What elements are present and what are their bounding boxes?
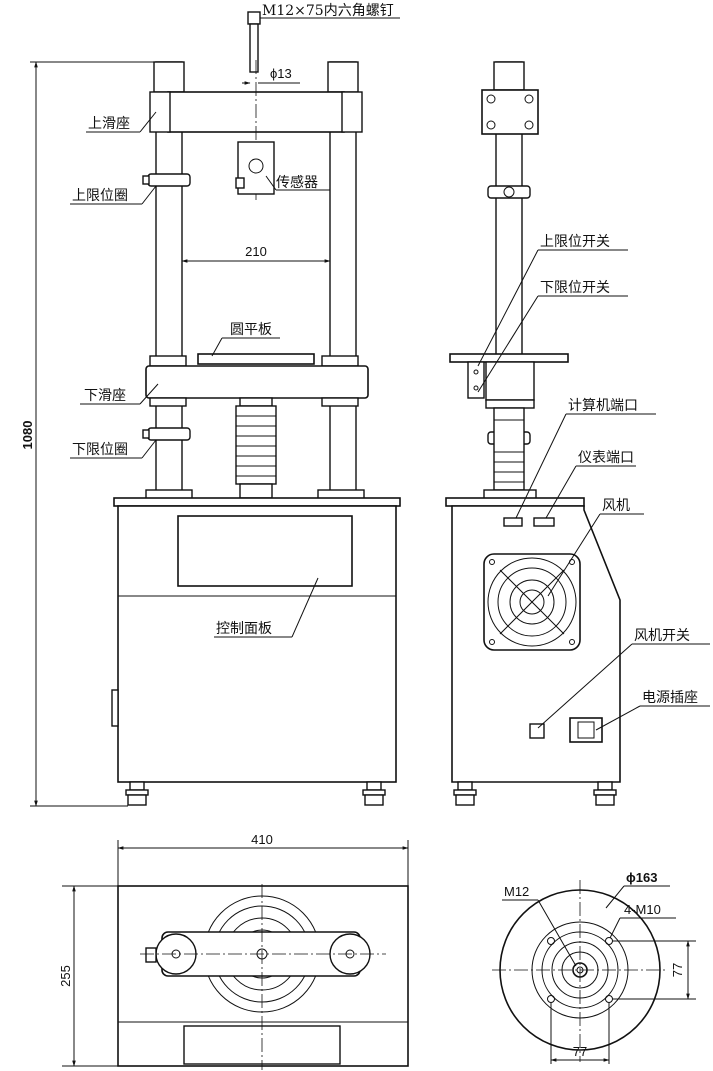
upper-slide-label: 上滑座 xyxy=(88,115,130,132)
bellows xyxy=(235,405,277,485)
front-feet xyxy=(125,781,386,806)
computer-port xyxy=(503,517,523,527)
fan-switch xyxy=(529,723,545,739)
meter-port-label: 仪表端口 xyxy=(578,450,634,466)
control-panel xyxy=(177,515,353,587)
plate-detail: M12 ϕ163 4-M10 77 77 xyxy=(492,870,696,1064)
total-height-dim: 1080 xyxy=(20,421,35,450)
round-plate-label: 圆平板 xyxy=(230,322,272,338)
lower-limit-ring-label: 下限位圈 xyxy=(72,442,128,458)
screw-head xyxy=(247,11,261,25)
screw-label: M12×75内六角螺钉 xyxy=(262,3,394,19)
hole-spacing-h-dim: 77 xyxy=(573,1044,587,1059)
sensor-label: 传感器 xyxy=(276,174,318,191)
front-view: 210 ϕ13 1080 M12×75内六角螺钉 上滑座 传感器 上限位圈 圆平… xyxy=(20,3,401,807)
control-panel-label: 控制面板 xyxy=(216,621,272,637)
right-column xyxy=(329,61,357,499)
meter-port xyxy=(533,517,555,527)
hole-spacing-v-dim: 77 xyxy=(670,963,685,977)
side-upper-slide xyxy=(481,89,539,135)
round-plate xyxy=(197,353,315,365)
lower-limit-switch-label: 下限位开关 xyxy=(540,280,610,296)
lower-slide-label: 下滑座 xyxy=(84,387,126,404)
power-socket-label: 电源插座 xyxy=(642,690,698,706)
plate-dia-dim: ϕ163 xyxy=(626,870,657,885)
left-column xyxy=(155,61,183,499)
fan-label: 风机 xyxy=(602,498,630,514)
column-spacing-dim: 210 xyxy=(245,244,267,259)
top-view: 410 255 xyxy=(58,832,409,1070)
fan xyxy=(483,553,581,651)
base-depth-dim: 255 xyxy=(58,965,73,987)
upper-limit-switch-label: 上限位开关 xyxy=(540,234,610,250)
side-round-plate xyxy=(449,353,569,363)
lower-limit-ring xyxy=(147,427,191,441)
top-plate xyxy=(113,497,401,507)
center-thread-dim: M12 xyxy=(504,884,529,899)
base-width-dim: 410 xyxy=(251,832,273,847)
screw-dia-dim: ϕ13 xyxy=(270,66,292,81)
fan-switch-label: 风机开关 xyxy=(634,628,690,644)
upper-limit-ring-label: 上限位圈 xyxy=(72,188,128,204)
limit-switch-bracket xyxy=(467,361,485,399)
holes-dim: 4-M10 xyxy=(624,902,661,917)
upper-limit-ring xyxy=(147,173,191,187)
side-view: 上限位开关 下限位开关 计算机端口 仪表端口 风机 风机开关 电源插座 xyxy=(445,61,710,806)
computer-port-label: 计算机端口 xyxy=(568,398,638,414)
screw-shank xyxy=(249,23,259,73)
lower-slide xyxy=(145,365,369,399)
